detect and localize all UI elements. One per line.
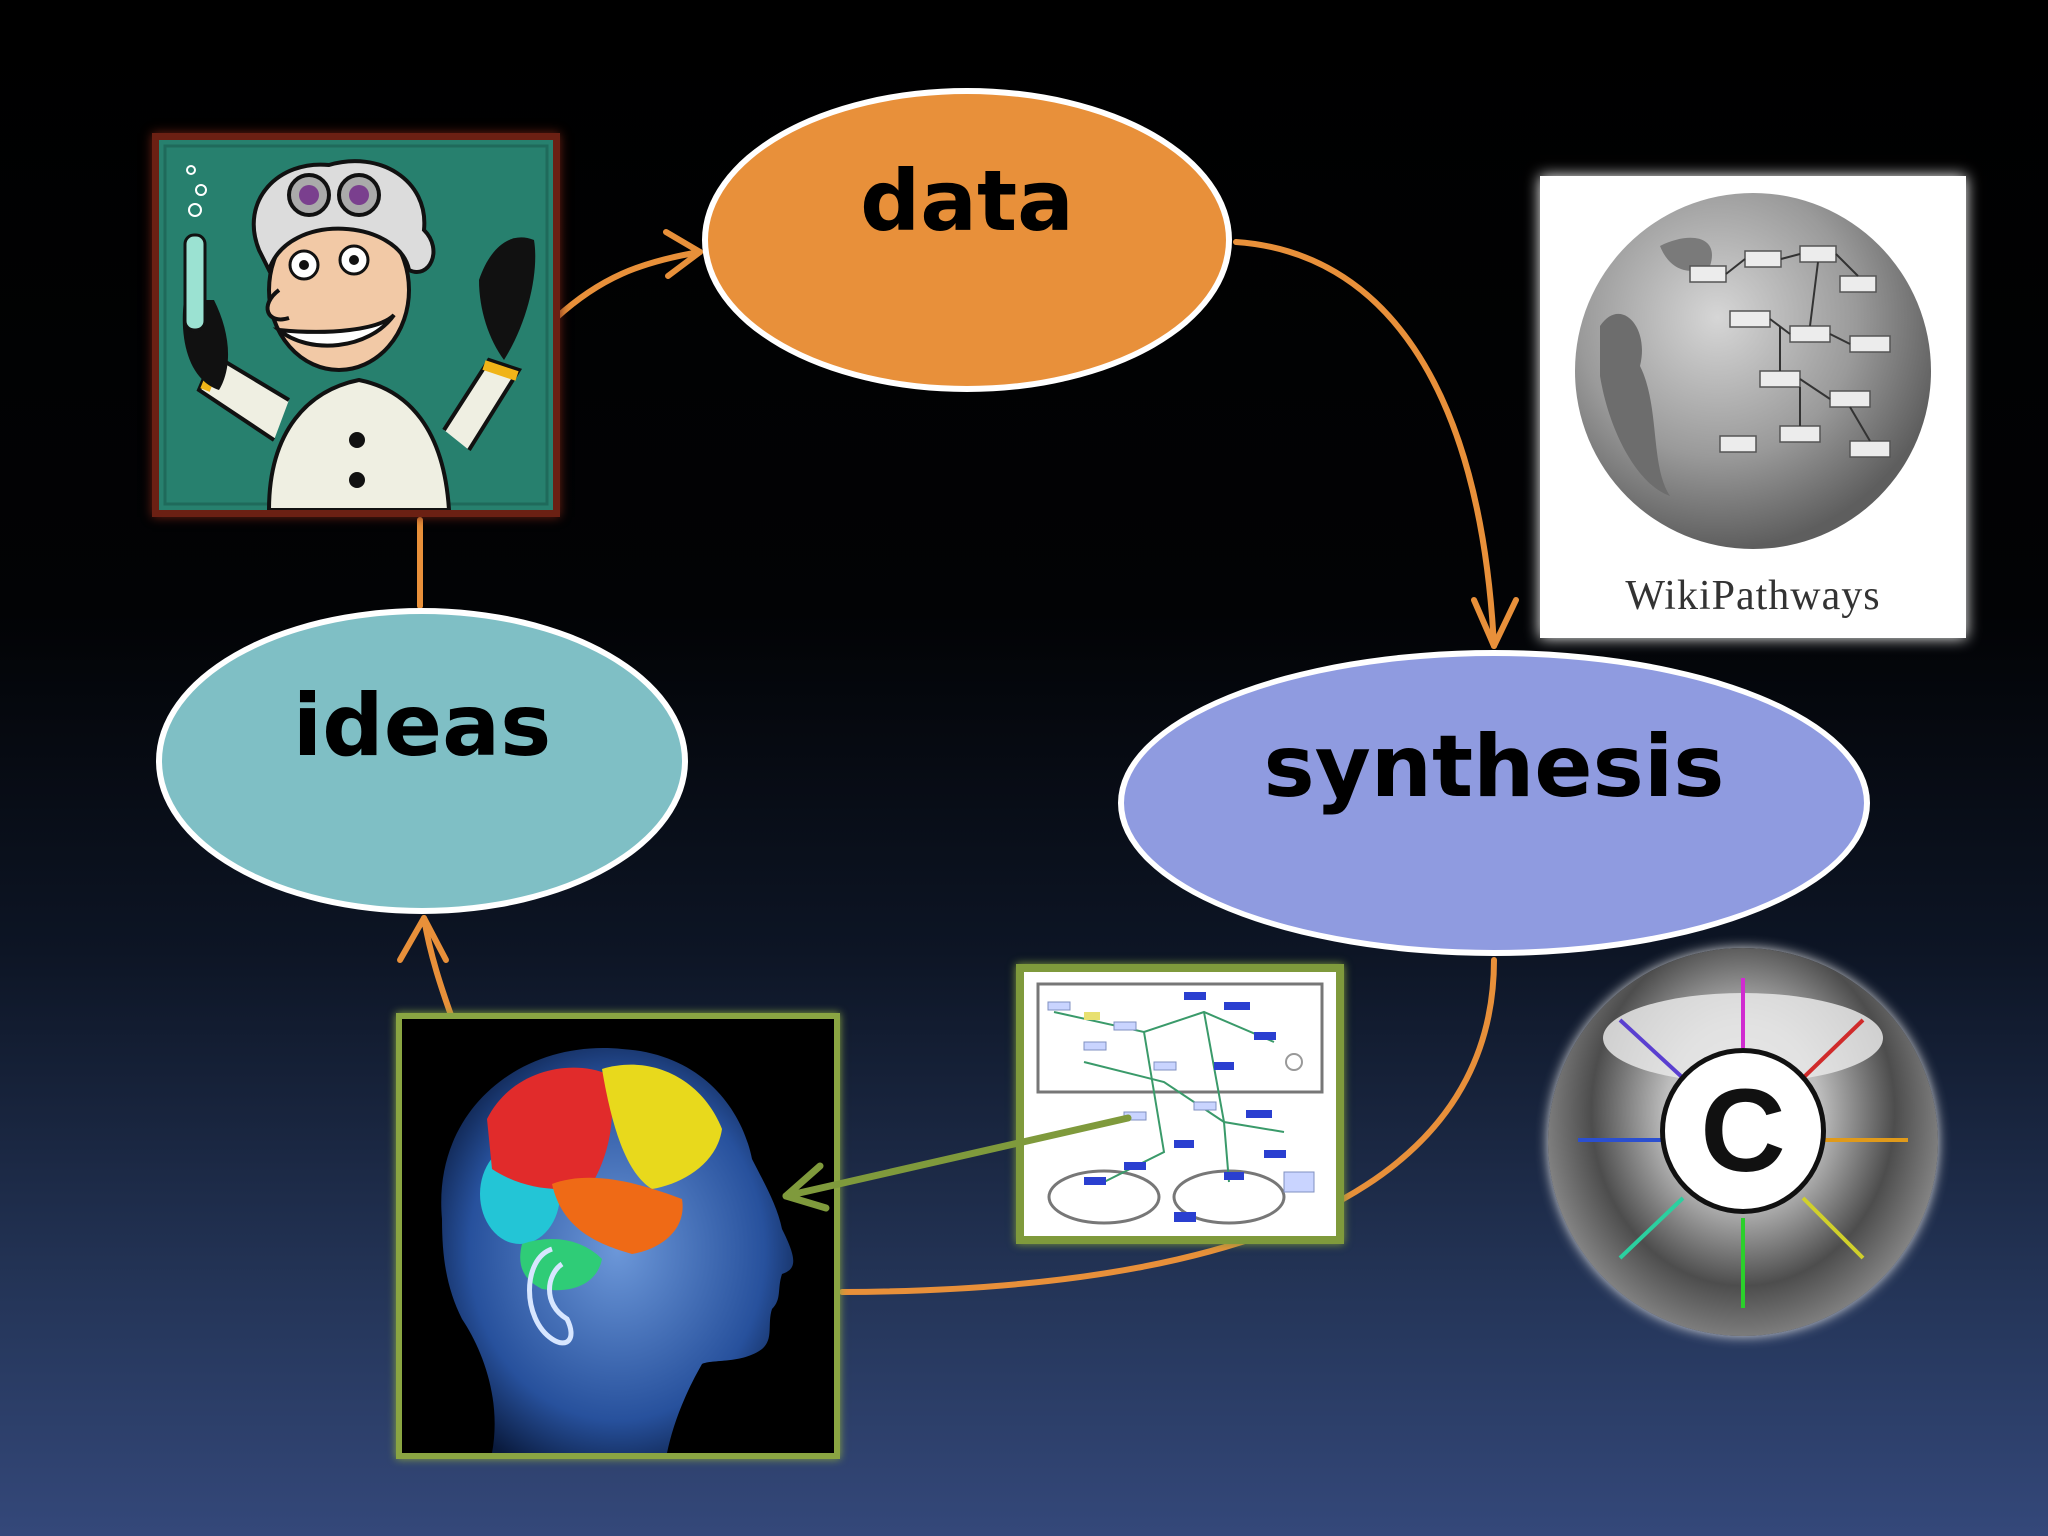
arrow-head-synthesis bbox=[1471, 597, 1519, 649]
wikipathways-logo-text: WikiPathways bbox=[1625, 573, 1881, 619]
arrow-head-brain bbox=[782, 1162, 830, 1212]
data-node: data bbox=[702, 88, 1232, 392]
mad-scientist-icon bbox=[152, 133, 560, 517]
arrow-head-ideas bbox=[397, 915, 449, 963]
arrow-head-data bbox=[663, 229, 703, 279]
pathway-diagram-icon bbox=[1016, 964, 1344, 1244]
arrow-synthesis-to-brain bbox=[839, 957, 1497, 1295]
ideas-node: ideas bbox=[156, 608, 688, 914]
synthesis-node-label: synthesis bbox=[1263, 717, 1725, 817]
brain-head-icon bbox=[396, 1013, 840, 1459]
wikipathways-globe-icon: WikiPathways bbox=[1540, 176, 1966, 638]
synthesis-node: synthesis bbox=[1118, 650, 1870, 956]
arrow-scientist-to-data bbox=[553, 249, 703, 321]
cytoscape-logo-icon: C bbox=[1548, 948, 1938, 1336]
arrow-brain-to-ideas bbox=[421, 915, 455, 1021]
data-node-label: data bbox=[860, 152, 1074, 250]
arrow-data-to-synthesis bbox=[1233, 239, 1497, 649]
arrow-pathway-to-brain bbox=[782, 1114, 1132, 1200]
ideas-node-label: ideas bbox=[292, 676, 552, 776]
cytoscape-logo-letter: C bbox=[1660, 1048, 1826, 1214]
